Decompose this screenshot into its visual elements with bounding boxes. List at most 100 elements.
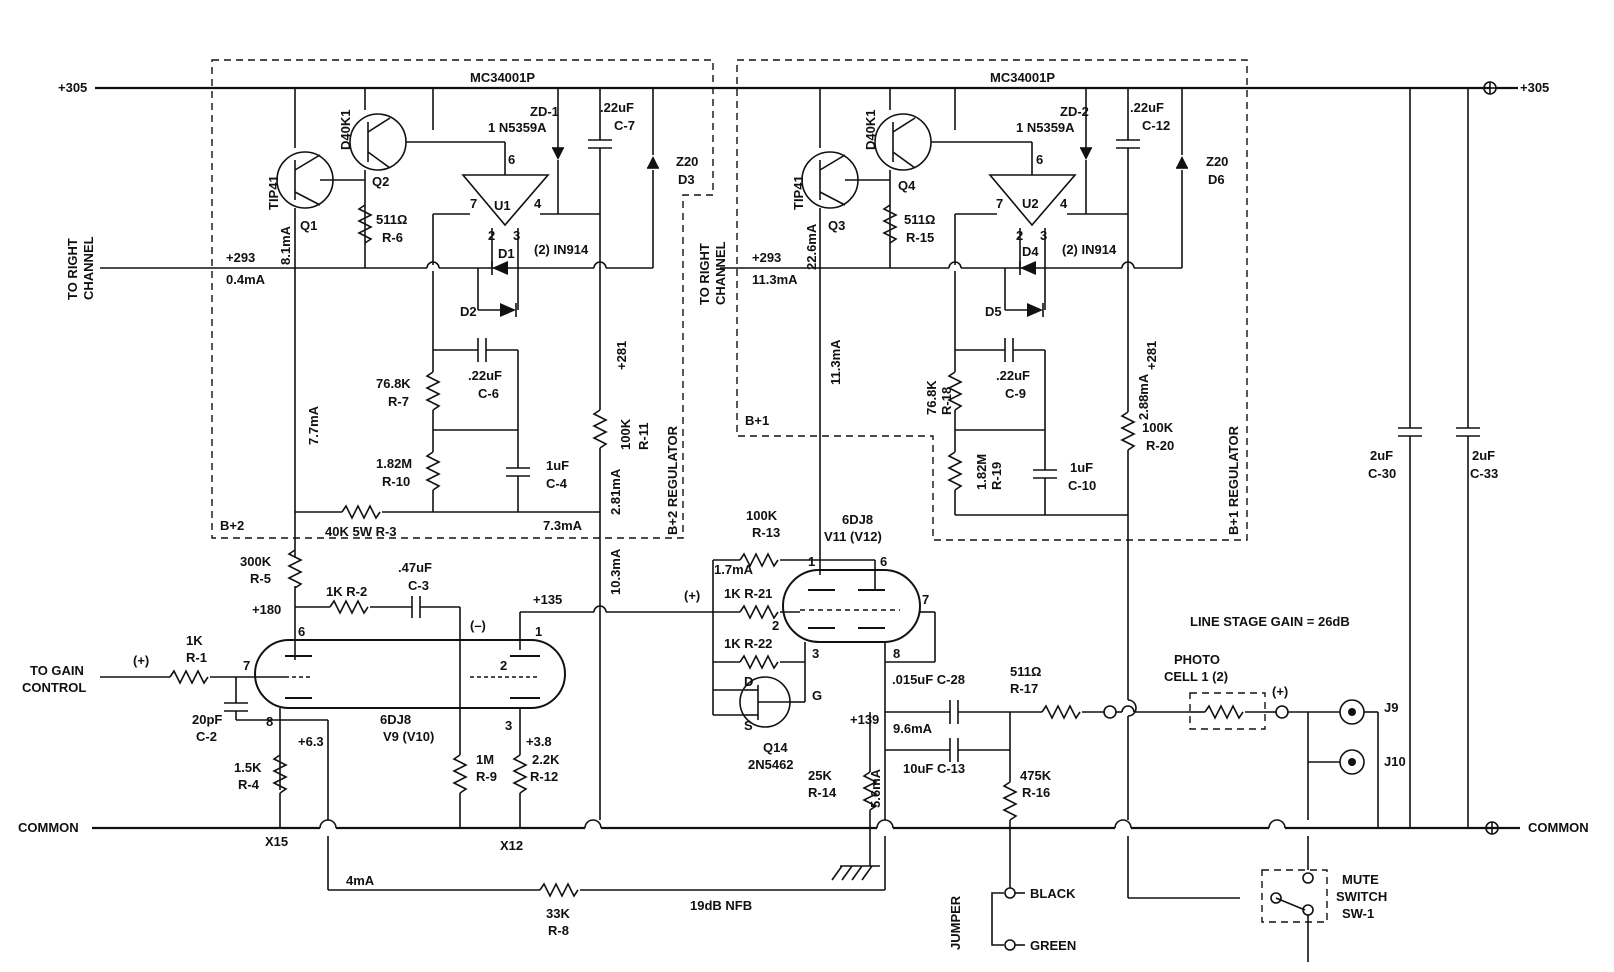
right-regulator-title: B+1 REGULATOR <box>1226 425 1241 535</box>
label: 1M <box>476 752 494 767</box>
label: 0.4mA <box>226 272 266 287</box>
label: 19dB NFB <box>690 898 752 913</box>
label: D1 <box>498 246 515 261</box>
label: +139 <box>850 712 879 727</box>
label: 7 <box>243 658 250 673</box>
label: D6 <box>1208 172 1225 187</box>
label: R-7 <box>388 394 409 409</box>
label: R-10 <box>382 474 410 489</box>
label: 511Ω <box>1010 664 1041 679</box>
label: 1.82M <box>376 456 412 471</box>
label: 6 <box>880 554 887 569</box>
label: C-2 <box>196 729 217 744</box>
label: Q1 <box>300 218 317 233</box>
label: 3 <box>812 646 819 661</box>
label: R-17 <box>1010 681 1038 696</box>
label: 1K R-21 <box>724 586 772 601</box>
label: .47uF <box>398 560 432 575</box>
label: U1 <box>494 198 511 213</box>
label: C-3 <box>408 578 429 593</box>
label: 33K <box>546 906 570 921</box>
label: 2 <box>772 618 779 633</box>
b-plus-2-regulator-box <box>211 59 714 539</box>
label: 9.6mA <box>893 721 933 736</box>
label: Q14 <box>763 740 788 755</box>
label: 1.82M <box>974 454 989 490</box>
label: 2 <box>1016 228 1023 243</box>
label: JUMPER <box>948 895 963 950</box>
left-regulator-wiring <box>100 88 659 820</box>
label: (2) IN914 <box>1062 242 1117 257</box>
label: TO GAIN <box>30 663 84 678</box>
label: 3 <box>513 228 520 243</box>
to-right-channel-right-2: CHANNEL <box>713 241 728 305</box>
label: +281 <box>1144 341 1159 370</box>
label: 1 N5359A <box>1016 120 1075 135</box>
label: D40K1 <box>863 110 878 150</box>
label: D <box>744 674 753 689</box>
right-ic-label: MC34001P <box>990 70 1055 85</box>
label: 76.8K <box>376 376 411 391</box>
label: R-15 <box>906 230 934 245</box>
label: X15 <box>265 834 288 849</box>
label: 8.1mA <box>278 225 293 265</box>
input-stage-wiring <box>100 549 886 898</box>
b-plus-1-regulator-box <box>736 59 1248 541</box>
left-regulator-title: B+2 REGULATOR <box>665 425 680 535</box>
right-box-label: B+1 <box>745 413 769 428</box>
rail-label-b-plus-right: +305 <box>1520 80 1549 95</box>
label: +180 <box>252 602 281 617</box>
label: 1K <box>186 633 203 648</box>
label: 2.88mA <box>1136 373 1151 420</box>
label: R-9 <box>476 769 497 784</box>
label: D2 <box>460 304 477 319</box>
to-right-channel-left-1: TO RIGHT <box>65 238 80 300</box>
right-regulator-wiring <box>720 88 1240 899</box>
label: R-14 <box>808 785 837 800</box>
label: PHOTO <box>1174 652 1220 667</box>
label: 511Ω <box>376 212 407 227</box>
label: +281 <box>614 341 629 370</box>
label: .22uF <box>1130 100 1164 115</box>
label: 6 <box>1036 152 1043 167</box>
label: 5.6mA <box>868 768 883 808</box>
label: 8 <box>893 646 900 661</box>
label: C-10 <box>1068 478 1096 493</box>
label: (2) IN914 <box>534 242 589 257</box>
label: (+) <box>1272 684 1288 699</box>
filter-caps <box>1398 81 1518 835</box>
label: J10 <box>1384 754 1406 769</box>
label: 7.3mA <box>543 518 583 533</box>
label: C-6 <box>478 386 499 401</box>
label: C-30 <box>1368 466 1396 481</box>
rail-label-common-left: COMMON <box>18 820 79 835</box>
label: 2 <box>488 228 495 243</box>
label: R-1 <box>186 650 207 665</box>
label: .015uF C-28 <box>892 672 965 687</box>
label: 300K <box>240 554 272 569</box>
label: R-4 <box>238 777 260 792</box>
label: 7 <box>996 196 1003 211</box>
label: 1K R-2 <box>326 584 367 599</box>
label: C-12 <box>1142 118 1170 133</box>
label: S <box>744 718 753 733</box>
label: GREEN <box>1030 938 1076 953</box>
label: 11.3mA <box>828 339 843 385</box>
label: 40K 5W R-3 <box>325 524 397 539</box>
label: 10uF C-13 <box>903 761 965 776</box>
output-stage-wiring <box>712 520 1379 962</box>
label: (+) <box>684 588 700 603</box>
label: 2uF <box>1472 448 1495 463</box>
label: SWITCH <box>1336 889 1387 904</box>
label: CELL 1 (2) <box>1164 669 1228 684</box>
label: Z20 <box>676 154 698 169</box>
tube-v11 <box>782 569 921 643</box>
label: Q3 <box>828 218 845 233</box>
label: D40K1 <box>338 110 353 150</box>
label: 100K <box>746 508 778 523</box>
label: 10.3mA <box>608 548 623 595</box>
label: 76.8K <box>924 380 939 415</box>
label: Z20 <box>1206 154 1228 169</box>
label: C-4 <box>546 476 568 491</box>
